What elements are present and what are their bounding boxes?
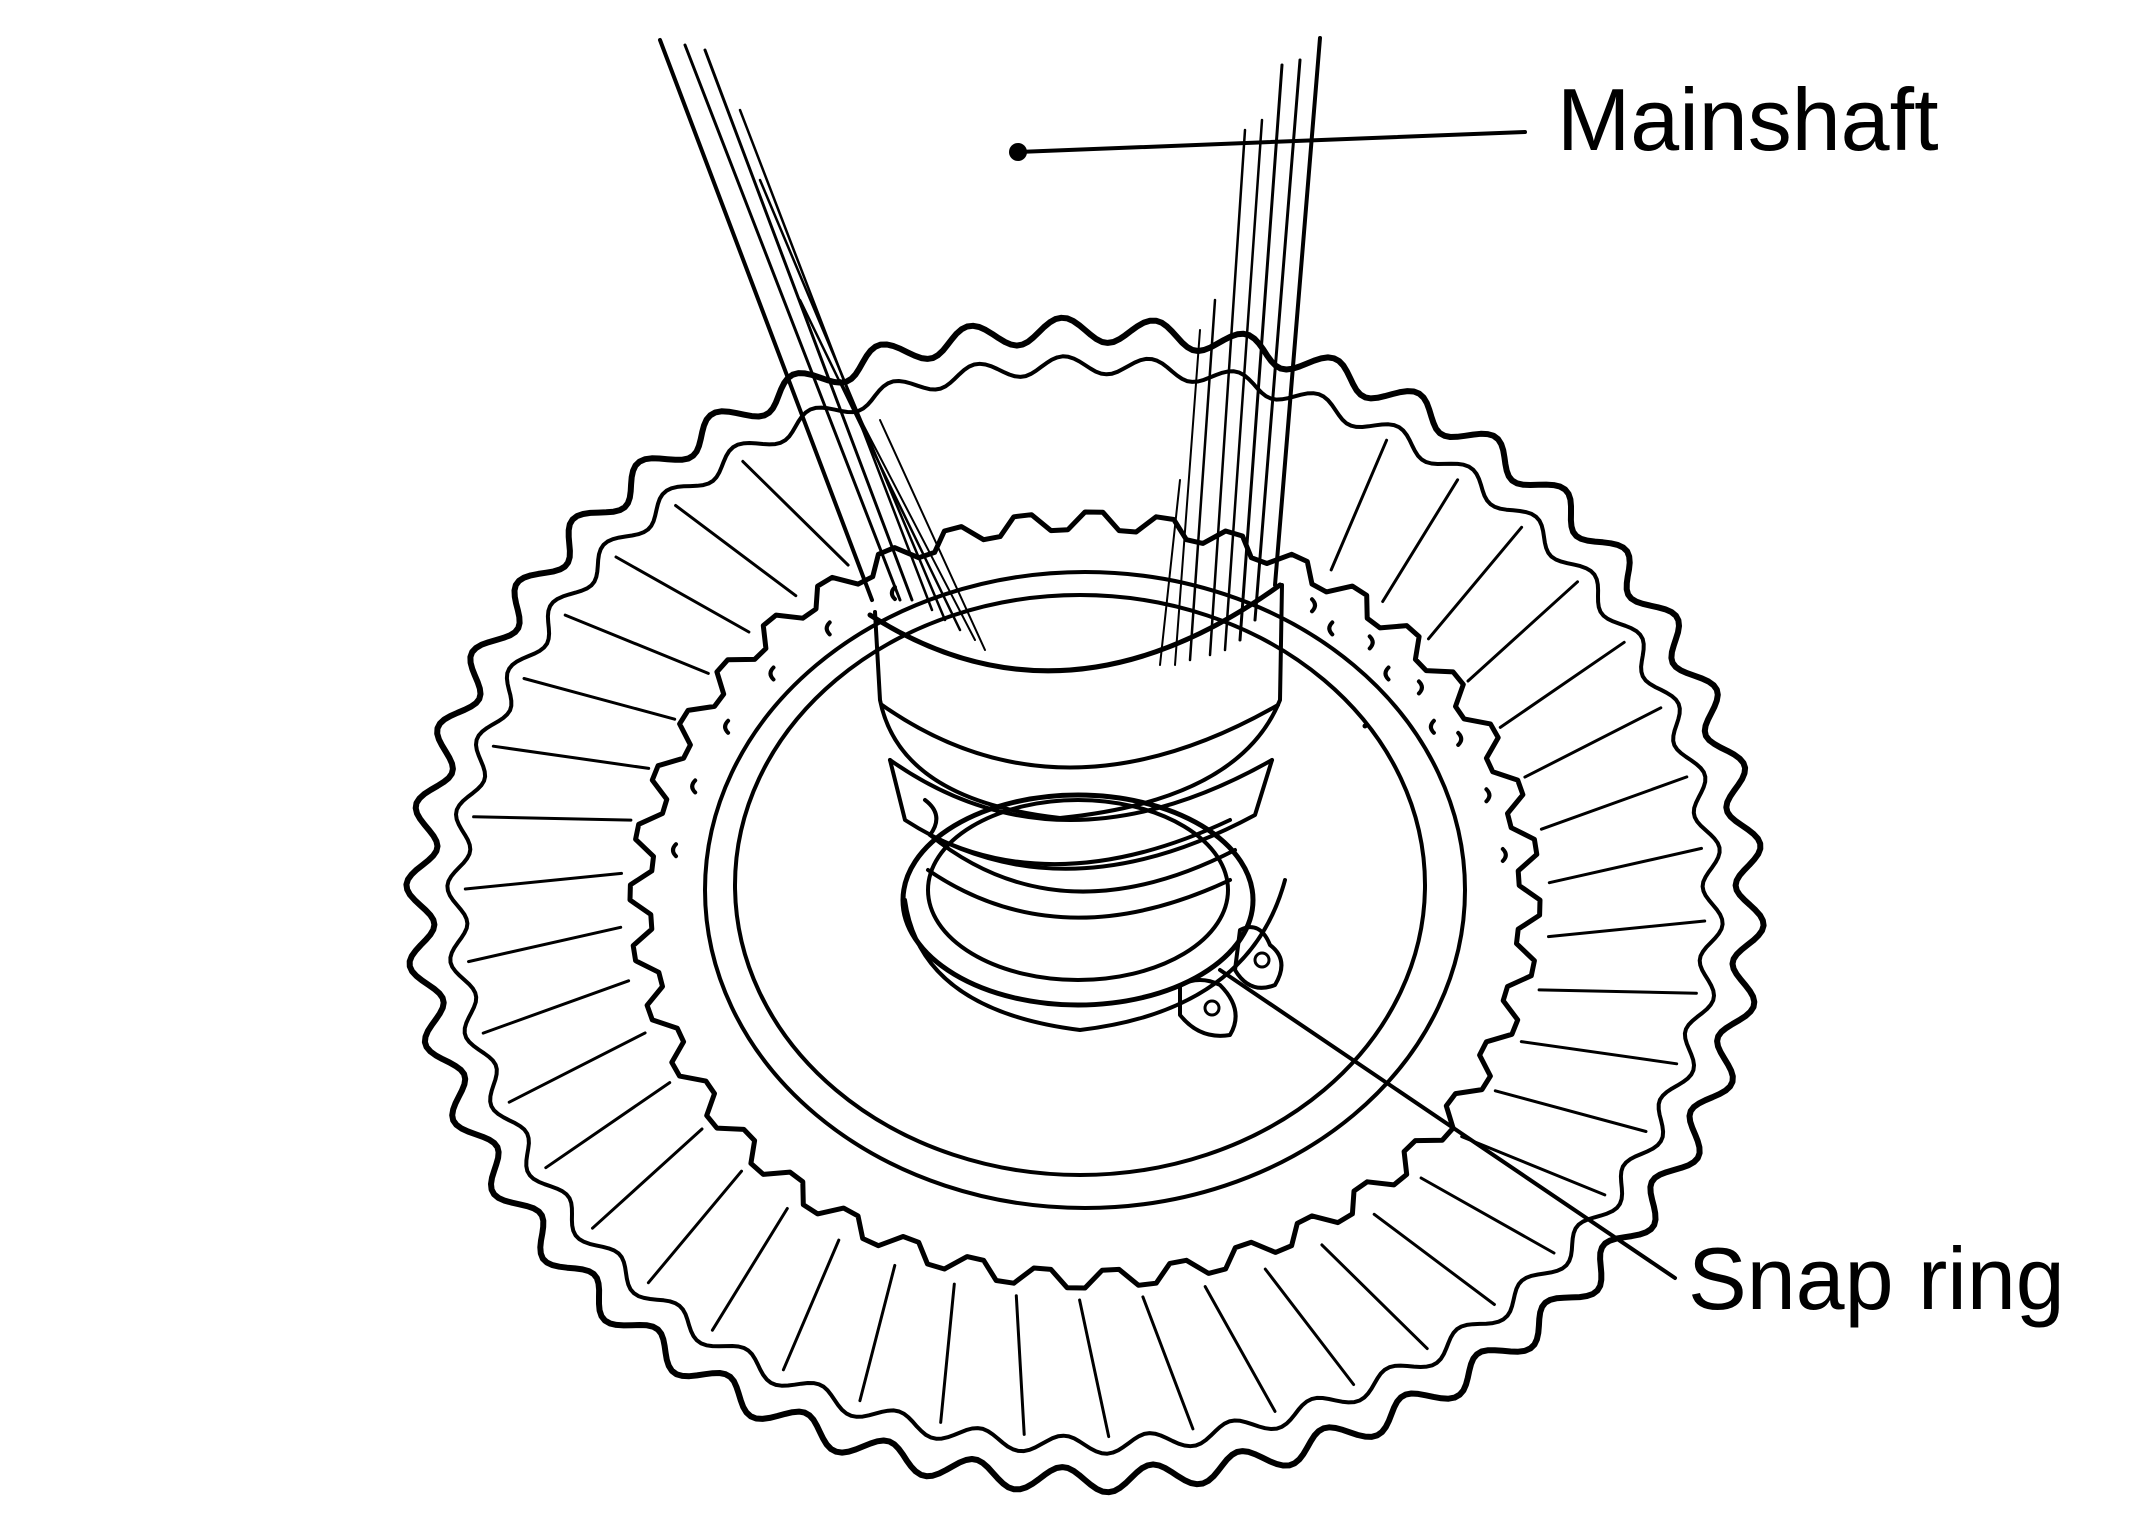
clutch-rib — [939, 1282, 956, 1424]
hub-hole — [671, 842, 678, 859]
clutch-rib — [472, 815, 633, 822]
clutch-rib — [1329, 438, 1389, 572]
clutch-rib — [674, 504, 798, 598]
clutch-rib — [1547, 846, 1703, 885]
clutch-rib — [1547, 919, 1707, 939]
clutch-rib — [1539, 775, 1689, 831]
clutch-rib — [710, 1207, 789, 1332]
hub-hole — [1367, 634, 1375, 651]
clutch-rib — [741, 459, 850, 567]
clutch-rib — [1466, 580, 1579, 683]
clutch-rib — [1014, 1294, 1026, 1436]
hub-face-ring — [733, 593, 1427, 1177]
hub-hole — [1383, 665, 1391, 682]
hub-hole — [768, 665, 776, 682]
clutch-rib — [1519, 1040, 1679, 1066]
clutch-rib — [1523, 706, 1663, 779]
clutch-rib — [1320, 1243, 1429, 1351]
outer-ring-inner-edge — [445, 354, 1725, 1456]
clutch-rib — [781, 1238, 841, 1372]
hub-hole — [824, 620, 832, 637]
clutch-rib — [1141, 1295, 1195, 1431]
clutch-rib — [1493, 1089, 1648, 1133]
hub-hole — [1456, 730, 1464, 747]
clutch-rib — [467, 925, 623, 964]
clutch-rib — [1460, 1135, 1607, 1197]
snap-ring-leader-line — [1218, 968, 1677, 1280]
clutch-rib — [491, 744, 651, 770]
clutch-rib — [563, 613, 710, 675]
hub-hole — [1428, 718, 1436, 735]
clutch-rib — [591, 1127, 704, 1230]
mainshaft-label: Mainshaft — [1557, 70, 1939, 169]
hub-holes — [671, 585, 1508, 863]
clutch-rib — [1263, 1267, 1356, 1386]
clutch-rib — [544, 1081, 672, 1170]
clutch-rib — [481, 979, 631, 1035]
clutch-rib — [1419, 1176, 1556, 1255]
clutch-rib — [1537, 988, 1698, 995]
hub-hole — [723, 718, 731, 735]
clutch-rib — [1381, 478, 1460, 603]
clutch-rib — [463, 871, 623, 891]
splined-hub — [627, 509, 1543, 1291]
clutch-rib — [646, 1169, 743, 1285]
clutch-ribs — [463, 438, 1707, 1439]
hub-hole — [1310, 597, 1317, 614]
clutch-rib — [1427, 525, 1524, 641]
outer-toothed-ring — [403, 314, 1767, 1496]
clutch-rib — [1078, 1298, 1111, 1439]
hub-hole — [1416, 679, 1424, 696]
clutch-rib — [858, 1263, 897, 1403]
clutch-rib — [614, 555, 751, 634]
hub-hole — [690, 778, 698, 795]
clutch-rib — [507, 1031, 647, 1104]
clutch-rib — [522, 677, 677, 721]
clutch-rib — [1372, 1212, 1496, 1306]
hub-hole — [1484, 787, 1492, 804]
snap-ring-label: Snap ring — [1688, 1229, 2065, 1328]
clutch-rib — [1203, 1285, 1277, 1413]
hub-hole — [1500, 847, 1508, 863]
mainshaft-leader-line — [1016, 130, 1527, 154]
hub-inner-ring — [703, 570, 1467, 1210]
hub-hole — [1327, 620, 1335, 637]
clutch-rib — [1498, 640, 1626, 729]
mainshaft — [658, 36, 1368, 1038]
